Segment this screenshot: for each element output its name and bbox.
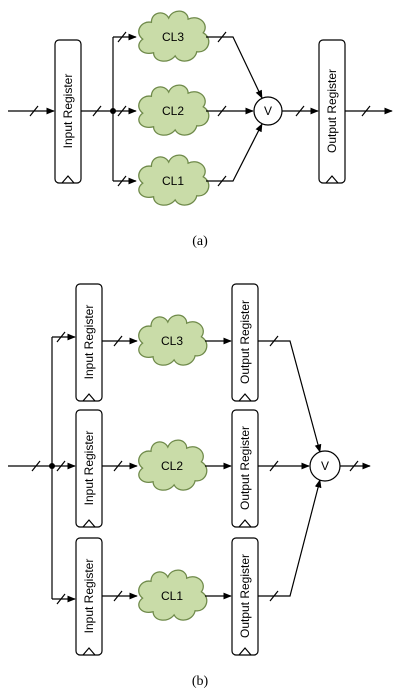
output-register-b-mid: Output Register bbox=[231, 409, 259, 528]
output-register-a: Output Register bbox=[318, 39, 346, 184]
bus-slash bbox=[269, 335, 279, 347]
output-register-b-bot: Output Register bbox=[231, 537, 259, 656]
cl3-to-voter-wire bbox=[206, 36, 263, 99]
clock-triangle-icon bbox=[325, 175, 339, 184]
bus-slash bbox=[31, 460, 41, 472]
cloud-label: CL3 bbox=[162, 30, 184, 44]
clock-triangle-icon bbox=[82, 647, 96, 656]
bus-slash bbox=[117, 31, 127, 43]
input-register-label: Input Register bbox=[82, 559, 96, 634]
cl1-to-voter-wire bbox=[206, 123, 263, 182]
bus-slash bbox=[217, 31, 227, 43]
bus-slash bbox=[117, 175, 127, 187]
voter-a: V bbox=[253, 96, 283, 126]
output-register-b-top: Output Register bbox=[231, 283, 259, 402]
bus-slash bbox=[217, 175, 227, 187]
output-register-label: Output Register bbox=[238, 554, 252, 638]
outreg-top-to-voter-wire bbox=[258, 340, 322, 453]
voter-label: V bbox=[264, 104, 272, 118]
caption-b: (b) bbox=[192, 674, 209, 689]
input-register-label: Input Register bbox=[82, 431, 96, 506]
output-register-label: Output Register bbox=[325, 69, 339, 153]
bus-slash bbox=[217, 105, 227, 117]
clock-triangle-icon bbox=[238, 393, 252, 402]
cloud-cl2-a: CL2 bbox=[138, 84, 210, 136]
cloud-label: CL2 bbox=[161, 459, 183, 473]
cloud-cl2-b: CL2 bbox=[138, 439, 208, 491]
input-register-label: Input Register bbox=[82, 305, 96, 380]
bus-slash bbox=[29, 105, 39, 117]
bus-slash bbox=[117, 105, 127, 117]
cloud-label: CL3 bbox=[161, 334, 183, 348]
input-register-a: Input Register bbox=[54, 39, 82, 184]
caption-a: (a) bbox=[192, 234, 208, 249]
clock-triangle-icon bbox=[238, 647, 252, 656]
bus-slash bbox=[113, 460, 123, 472]
diagram-b: Input Register Input Register Input Regi… bbox=[8, 283, 371, 689]
bus-slash bbox=[56, 593, 66, 605]
cloud-cl1-a: CL1 bbox=[138, 154, 210, 206]
clock-triangle-icon bbox=[238, 519, 252, 528]
bus-slash bbox=[269, 590, 279, 602]
output-register-label: Output Register bbox=[238, 300, 252, 384]
clock-triangle-icon bbox=[82, 519, 96, 528]
bus-slash bbox=[56, 331, 66, 343]
bus-slash bbox=[113, 590, 123, 602]
input-register-label: Input Register bbox=[61, 74, 75, 149]
input-register-b-bot: Input Register bbox=[75, 537, 103, 656]
bus-slash bbox=[295, 105, 305, 117]
bus-slash bbox=[56, 460, 66, 472]
output-register-label: Output Register bbox=[238, 426, 252, 510]
bus-slash bbox=[92, 105, 102, 117]
clock-triangle-icon bbox=[61, 175, 75, 184]
cloud-label: CL2 bbox=[162, 104, 184, 118]
input-register-b-top: Input Register bbox=[75, 283, 103, 402]
bus-slash bbox=[361, 105, 371, 117]
clock-triangle-icon bbox=[82, 393, 96, 402]
cloud-label: CL1 bbox=[161, 589, 183, 603]
voter-b: V bbox=[309, 450, 341, 482]
input-register-b-mid: Input Register bbox=[75, 409, 103, 528]
voter-label: V bbox=[321, 459, 329, 473]
bus-slash bbox=[113, 335, 123, 347]
cloud-cl1-b: CL1 bbox=[138, 569, 208, 621]
diagram-a: Input Register CL3 CL2 CL1 bbox=[8, 10, 393, 249]
cloud-cl3-a: CL3 bbox=[138, 10, 210, 62]
bus-slash bbox=[269, 460, 279, 472]
cloud-label: CL1 bbox=[162, 174, 184, 188]
bus-slash bbox=[349, 460, 359, 472]
outreg-bot-to-voter-wire bbox=[258, 479, 322, 597]
cloud-cl3-b: CL3 bbox=[138, 314, 208, 366]
